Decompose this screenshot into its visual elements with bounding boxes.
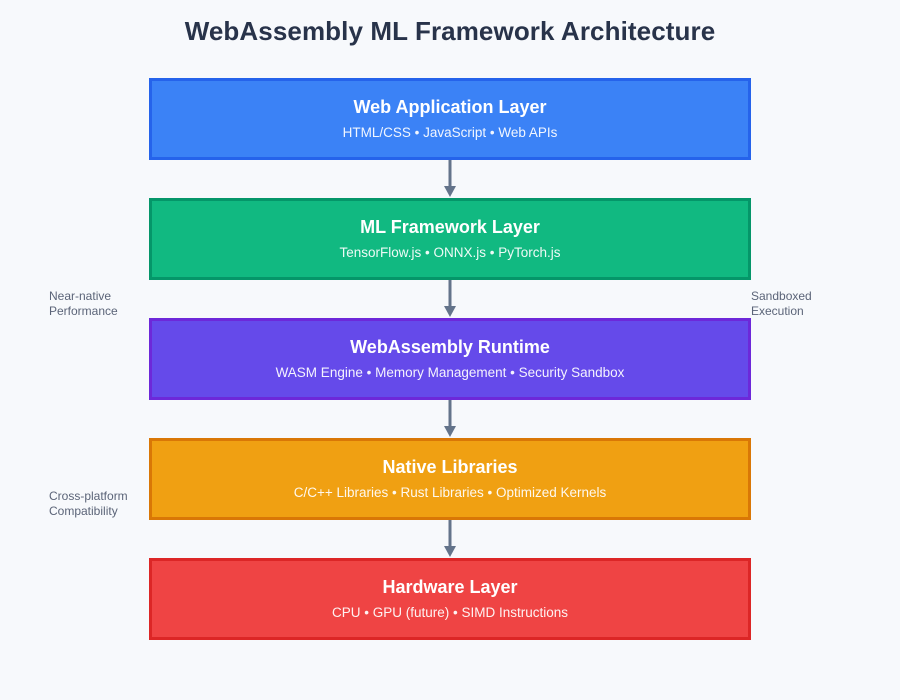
connector-arrow-down-icon (443, 400, 457, 438)
annotation-cross-platform-compat: Cross-platform Compatibility (49, 489, 128, 518)
connector-arrow-down-icon (443, 160, 457, 198)
annotation-near-native-performance: Near-native Performance (49, 289, 118, 318)
layer-subtitle: C/C++ Libraries • Rust Libraries • Optim… (293, 485, 607, 501)
layer-title: Hardware Layer (382, 576, 518, 597)
layer-subtitle: TensorFlow.js • ONNX.js • PyTorch.js (339, 245, 561, 261)
layer-subtitle: CPU • GPU (future) • SIMD Instructions (331, 605, 568, 621)
layer-subtitle: WASM Engine • Memory Management • Securi… (275, 365, 625, 381)
layer-title: Web Application Layer (353, 96, 547, 117)
connector-arrow-down-icon (443, 520, 457, 558)
annotation-sandboxed-execution: Sandboxed Execution (751, 289, 812, 318)
connector-arrow-down-icon (443, 280, 457, 318)
layer-title: WebAssembly Runtime (350, 336, 550, 357)
layer-title: ML Framework Layer (360, 216, 540, 237)
layer-subtitle: HTML/CSS • JavaScript • Web APIs (342, 125, 558, 141)
page-title: WebAssembly ML Framework Architecture (184, 16, 716, 46)
layer-title: Native Libraries (382, 456, 518, 477)
